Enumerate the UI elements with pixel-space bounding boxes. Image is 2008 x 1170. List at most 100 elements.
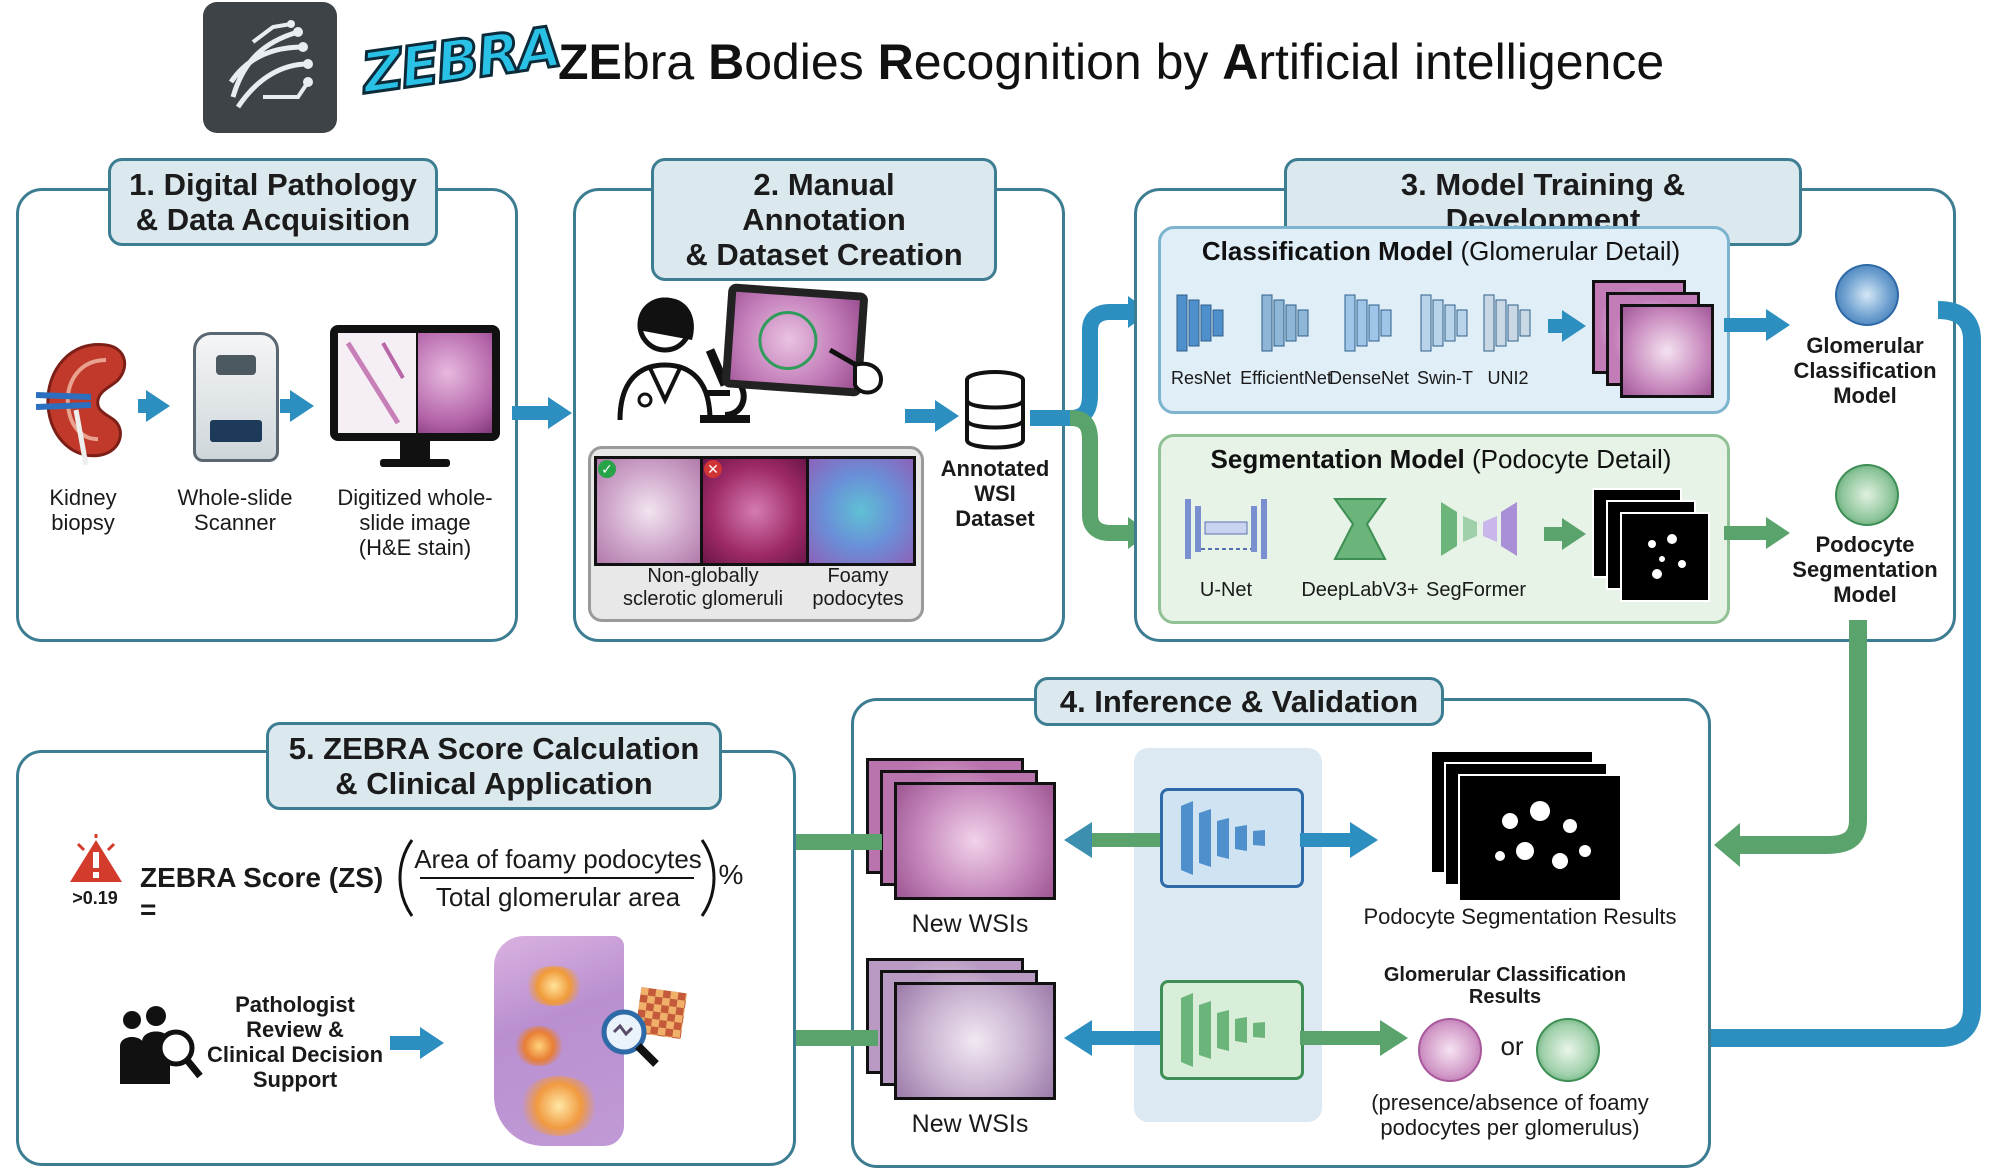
slide-zoom-image bbox=[418, 333, 492, 433]
arrow-cls-to-model bbox=[1766, 309, 1790, 341]
cls-model-label: ResNet bbox=[1170, 368, 1232, 388]
arrow-seg-stem bbox=[1544, 527, 1564, 541]
pathologist-review-label: Pathologist Review & Clinical Decision S… bbox=[206, 992, 384, 1092]
section-4-title: 4. Inference & Validation bbox=[1034, 677, 1444, 726]
seg-model-label: SegFormer bbox=[1425, 579, 1527, 601]
heatmap-wsi-image bbox=[494, 936, 624, 1146]
cross-icon: ✕ bbox=[704, 460, 722, 478]
cls-output-stack-3 bbox=[1620, 304, 1714, 398]
annotated-dataset-label: Annotated WSI Dataset bbox=[940, 456, 1050, 531]
arrow-seg-to-model bbox=[1766, 517, 1790, 549]
kidney-biopsy-label: Kidney biopsy bbox=[49, 485, 117, 535]
pink-glomerulus-icon bbox=[1418, 1018, 1482, 1082]
kidney-icon bbox=[35, 342, 127, 466]
hotspot-3 bbox=[519, 1076, 599, 1136]
title-part: B bbox=[708, 34, 745, 90]
cls-model-icon-densenet bbox=[1341, 292, 1397, 354]
or-label: or bbox=[1500, 1031, 1524, 1061]
title-part: odies bbox=[744, 34, 878, 90]
classification-title-bold: Classification Model bbox=[1201, 236, 1454, 266]
cls-model-label: Swin-T bbox=[1416, 368, 1473, 388]
foamy-podocytes-label: Foamy podocytes bbox=[812, 565, 904, 610]
scanner-icon bbox=[193, 332, 279, 462]
seg-model-icon-u-net bbox=[1181, 494, 1271, 564]
new-wsis-bottom-label: New WSIs bbox=[911, 1110, 1029, 1138]
classification-title: Classification Model (Glomerular Detail) bbox=[1158, 236, 1724, 266]
cls-network-icon-top bbox=[1160, 788, 1304, 888]
seg-model-label: DeepLabV3+ bbox=[1301, 579, 1419, 601]
monitor-base bbox=[380, 459, 450, 467]
segmentation-title: Segmentation Model (Podocyte Detail) bbox=[1158, 444, 1724, 474]
classification-title-rest: (Glomerular Detail) bbox=[1453, 236, 1681, 266]
section-zebra-score bbox=[16, 750, 796, 1166]
cls-model-icon-resnet bbox=[1173, 292, 1229, 354]
title-part: ecognition by bbox=[913, 34, 1223, 90]
percent-sign: % bbox=[718, 859, 744, 890]
arrow-model-to-seg-results bbox=[1300, 822, 1378, 858]
glomerular-classification-model-label: Glomerular Classification Model bbox=[1793, 333, 1937, 408]
slide-overview-image bbox=[338, 333, 416, 433]
new-wsi-bottom-3 bbox=[894, 982, 1056, 1100]
split-arrows bbox=[1030, 296, 1150, 549]
presence-label: (presence/absence of foamy podocytes per… bbox=[1371, 1090, 1649, 1140]
check-icon: ✓ bbox=[598, 460, 616, 478]
arrow-seg-models-to-output bbox=[1562, 518, 1586, 550]
scanner-slot bbox=[216, 355, 256, 375]
title-part: A bbox=[1222, 34, 1259, 90]
arrow-kidney-to-scanner bbox=[146, 390, 170, 422]
segmentation-title-rest: (Podocyte Detail) bbox=[1464, 444, 1672, 474]
thumb-foamy-podocytes bbox=[806, 456, 916, 566]
arrow-cls-stem bbox=[1548, 319, 1564, 333]
arrow-review-to-heatmap bbox=[420, 1027, 444, 1059]
arrow-model-to-cls-results bbox=[1300, 1020, 1408, 1056]
podocyte-segmentation-model-label: Podocyte Segmentation Model bbox=[1792, 532, 1938, 607]
seg-output-stack-3 bbox=[1620, 512, 1710, 602]
title-part: rtificial intelligence bbox=[1258, 34, 1665, 90]
title-part: bra bbox=[621, 34, 709, 90]
seg-result-3 bbox=[1458, 774, 1622, 902]
monitor-stand bbox=[400, 441, 430, 461]
monitor-icon bbox=[330, 325, 500, 441]
cls-network-icon-bottom bbox=[1160, 980, 1304, 1080]
page-title: ZEbra Bodies Recognition by Artificial i… bbox=[558, 32, 1664, 92]
cls-model-label: EfficientNet bbox=[1240, 368, 1332, 388]
glomerulus-green-icon bbox=[1835, 464, 1899, 526]
green-glomerulus-icon bbox=[1536, 1018, 1600, 1082]
arrow-review-stem bbox=[390, 1036, 424, 1050]
arrow-scanner-to-monitor bbox=[290, 390, 314, 422]
database-icon bbox=[965, 370, 1025, 450]
arrow-seg-model-stem bbox=[1724, 526, 1770, 540]
arrow-scanner-stem bbox=[280, 399, 294, 413]
zebra-logo-text: ZEBRA bbox=[357, 13, 565, 108]
numerator: Area of foamy podocytes bbox=[414, 844, 702, 874]
hotspot-1 bbox=[524, 966, 584, 1006]
cls-model-icon-uni2 bbox=[1480, 292, 1536, 354]
pathologist-icon bbox=[617, 297, 713, 421]
non-globally-sclerotic-label: Non-globally sclerotic glomeruli bbox=[622, 565, 784, 610]
arrow-cls-model-stem bbox=[1724, 318, 1770, 332]
cls-model-icon-swin-t bbox=[1417, 292, 1473, 354]
title-part: ZE bbox=[558, 34, 622, 90]
arrow-s1-s2-stem bbox=[512, 406, 552, 420]
hotspot-2 bbox=[514, 1026, 564, 1066]
cls-model-label: DenseNet bbox=[1328, 368, 1410, 388]
section-5-title: 5. ZEBRA Score Calculation & Clinical Ap… bbox=[266, 722, 722, 810]
zebra-score-label: ZEBRA Score (ZS) = bbox=[140, 862, 384, 925]
cls-model-icon-efficientnet bbox=[1258, 292, 1314, 354]
glomerulus-blue-icon bbox=[1835, 264, 1899, 326]
section-2-title: 2. Manual Annotation & Dataset Creation bbox=[651, 158, 997, 281]
new-wsis-top-label: New WSIs bbox=[911, 910, 1029, 938]
pathologist-team-icon bbox=[120, 1006, 203, 1084]
seg-model-icon-segformer bbox=[1431, 494, 1521, 564]
return-arrows bbox=[1640, 301, 1981, 1047]
logo-badge bbox=[203, 2, 337, 133]
denominator: Total glomerular area bbox=[435, 882, 681, 912]
tablet-glomerulus-image bbox=[730, 291, 860, 389]
cls-results-label: Glomerular Classification Results bbox=[1383, 964, 1627, 1008]
magnifier-icon bbox=[601, 1009, 659, 1067]
arrow-annotation-to-dataset bbox=[935, 400, 959, 432]
threshold-label: >0.19 bbox=[72, 888, 118, 908]
digitized-label: Digitized whole- slide image (H&E stain) bbox=[337, 485, 493, 560]
new-wsi-top-3 bbox=[894, 782, 1056, 900]
annotation-tablet bbox=[721, 283, 869, 397]
